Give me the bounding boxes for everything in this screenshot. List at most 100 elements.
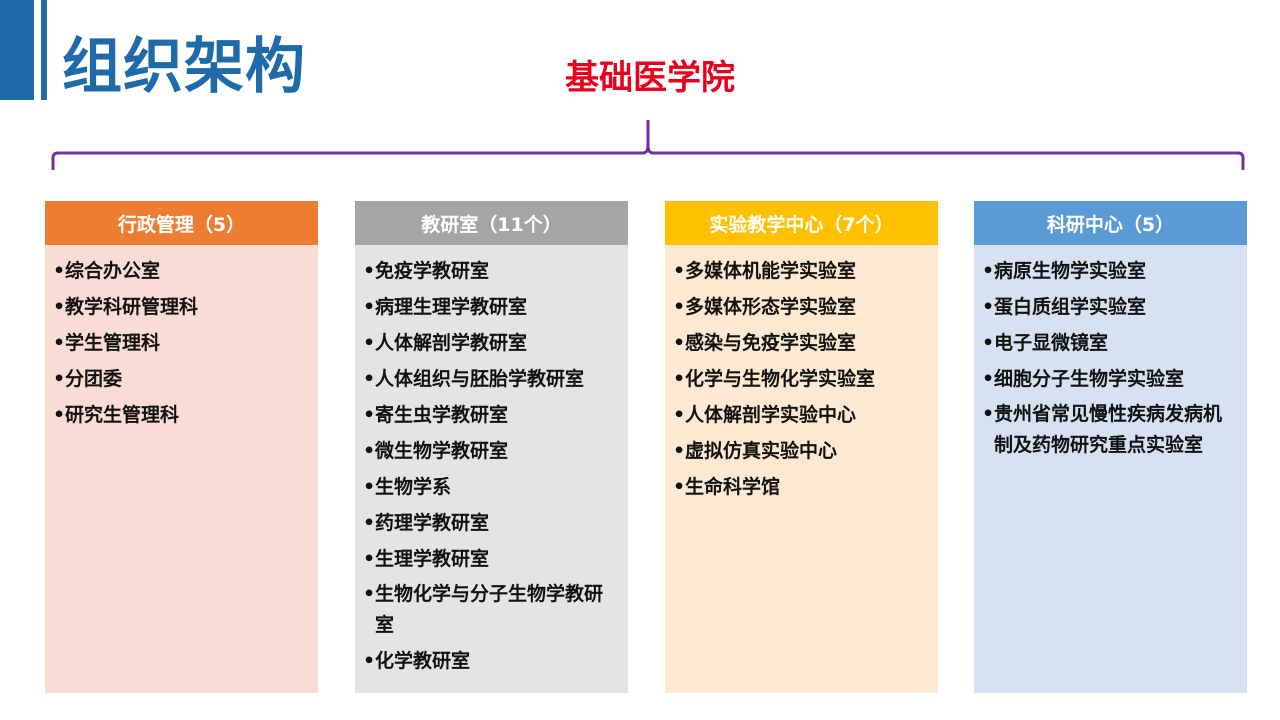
bullet-icon: • (673, 368, 686, 390)
list-item-label: 分团委 (65, 368, 123, 390)
column-header: 行政管理（5） (45, 201, 318, 245)
list-item: •化学教研室 (363, 643, 620, 679)
list-item-label: 细胞分子生物学实验室 (994, 368, 1185, 390)
list-item: •病原生物学实验室 (982, 253, 1239, 289)
bullet-icon: • (982, 403, 995, 425)
list-item-label: 多媒体形态学实验室 (685, 296, 857, 318)
list-item: •药理学教研室 (363, 505, 620, 541)
list-item: •寄生虫学教研室 (363, 397, 620, 433)
list-item-label: 化学与生物化学实验室 (685, 368, 876, 390)
bullet-icon: • (363, 296, 376, 318)
bullet-icon: • (363, 368, 376, 390)
column-1: 行政管理（5）•综合办公室•教学科研管理科•学生管理科•分团委•研究生管理科 (45, 201, 318, 693)
accent-bar (0, 0, 34, 100)
list-item-label: 生命科学馆 (685, 476, 781, 498)
list-item: •分团委 (53, 361, 310, 397)
list-item-label: 教学科研管理科 (65, 296, 199, 318)
list-item-label: 微生物学教研室 (375, 440, 509, 462)
bullet-icon: • (673, 476, 686, 498)
list-item: •细胞分子生物学实验室 (982, 361, 1239, 397)
bullet-icon: • (982, 260, 995, 282)
list-item: •人体解剖学实验中心 (673, 397, 930, 433)
column-2: 教研室（11个）•免疫学教研室•病理生理学教研室•人体解剖学教研室•人体组织与胚… (355, 201, 628, 693)
bullet-icon: • (53, 296, 66, 318)
bullet-icon: • (363, 404, 376, 426)
bullet-icon: • (53, 368, 66, 390)
bullet-icon: • (982, 332, 995, 354)
list-item: •生物化学与分子生物学教研室 (363, 577, 620, 643)
bullet-icon: • (673, 404, 686, 426)
list-item: •人体解剖学教研室 (363, 325, 620, 361)
list-item: •生物学系 (363, 469, 620, 505)
bullet-icon: • (363, 583, 376, 605)
list-item-label: 化学教研室 (375, 650, 471, 672)
column-3: 实验教学中心（7个）•多媒体机能学实验室•多媒体形态学实验室•感染与免疫学实验室… (665, 201, 938, 693)
list-item: •综合办公室 (53, 253, 310, 289)
bullet-icon: • (673, 440, 686, 462)
list-item-label: 贵州省常见慢性疾病发病机制及药物研究重点实验室 (994, 403, 1223, 456)
list-item: •人体组织与胚胎学教研室 (363, 361, 620, 397)
list-item: •感染与免疫学实验室 (673, 325, 930, 361)
list-item-label: 免疫学教研室 (375, 260, 490, 282)
list-item-label: 蛋白质组学实验室 (994, 296, 1147, 318)
bullet-icon: • (363, 260, 376, 282)
list-item-label: 药理学教研室 (375, 512, 490, 534)
list-item: •免疫学教研室 (363, 253, 620, 289)
bullet-icon: • (53, 404, 66, 426)
bullet-icon: • (982, 296, 995, 318)
list-item-label: 病理生理学教研室 (375, 296, 528, 318)
item-list: •综合办公室•教学科研管理科•学生管理科•分团委•研究生管理科 (45, 245, 318, 433)
list-item: •研究生管理科 (53, 397, 310, 433)
page-title: 组织架构 (62, 32, 306, 102)
list-item-label: 学生管理科 (65, 332, 161, 354)
list-item-label: 电子显微镜室 (994, 332, 1109, 354)
list-item-label: 生物化学与分子生物学教研室 (375, 583, 604, 636)
list-item-label: 多媒体机能学实验室 (685, 260, 857, 282)
bullet-icon: • (363, 512, 376, 534)
bullet-icon: • (363, 548, 376, 570)
list-item: •多媒体形态学实验室 (673, 289, 930, 325)
item-list: •病原生物学实验室•蛋白质组学实验室•电子显微镜室•细胞分子生物学实验室•贵州省… (974, 245, 1247, 463)
list-item-label: 病原生物学实验室 (994, 260, 1147, 282)
column-header: 教研室（11个） (355, 201, 628, 245)
bullet-icon: • (363, 332, 376, 354)
list-item: •教学科研管理科 (53, 289, 310, 325)
accent-stripe (41, 0, 47, 100)
item-list: •免疫学教研室•病理生理学教研室•人体解剖学教研室•人体组织与胚胎学教研室•寄生… (355, 245, 628, 679)
list-item: •化学与生物化学实验室 (673, 361, 930, 397)
list-item: •生命科学馆 (673, 469, 930, 505)
list-item-label: 人体组织与胚胎学教研室 (375, 368, 585, 390)
root-node: 基础医学院 (565, 58, 735, 98)
list-item-label: 感染与免疫学实验室 (685, 332, 857, 354)
list-item: •学生管理科 (53, 325, 310, 361)
list-item-label: 研究生管理科 (65, 404, 180, 426)
bullet-icon: • (982, 368, 995, 390)
list-item: •贵州省常见慢性疾病发病机制及药物研究重点实验室 (982, 397, 1239, 463)
list-item: •病理生理学教研室 (363, 289, 620, 325)
bullet-icon: • (53, 332, 66, 354)
list-item: •虚拟仿真实验中心 (673, 433, 930, 469)
list-item-label: 人体解剖学教研室 (375, 332, 528, 354)
bullet-icon: • (363, 440, 376, 462)
list-item-label: 生理学教研室 (375, 548, 490, 570)
column-4: 科研中心（5）•病原生物学实验室•蛋白质组学实验室•电子显微镜室•细胞分子生物学… (974, 201, 1247, 693)
bullet-icon: • (363, 476, 376, 498)
list-item-label: 综合办公室 (65, 260, 161, 282)
list-item: •微生物学教研室 (363, 433, 620, 469)
bullet-icon: • (673, 332, 686, 354)
list-item: •多媒体机能学实验室 (673, 253, 930, 289)
bullet-icon: • (673, 296, 686, 318)
list-item: •生理学教研室 (363, 541, 620, 577)
list-item-label: 人体解剖学实验中心 (685, 404, 857, 426)
brace-connector (51, 120, 1245, 170)
column-header: 实验教学中心（7个） (665, 201, 938, 245)
item-list: •多媒体机能学实验室•多媒体形态学实验室•感染与免疫学实验室•化学与生物化学实验… (665, 245, 938, 505)
list-item-label: 生物学系 (375, 476, 452, 498)
bullet-icon: • (53, 260, 66, 282)
bullet-icon: • (363, 650, 376, 672)
bullet-icon: • (673, 260, 686, 282)
list-item: •蛋白质组学实验室 (982, 289, 1239, 325)
column-header: 科研中心（5） (974, 201, 1247, 245)
list-item: •电子显微镜室 (982, 325, 1239, 361)
list-item-label: 虚拟仿真实验中心 (685, 440, 838, 462)
